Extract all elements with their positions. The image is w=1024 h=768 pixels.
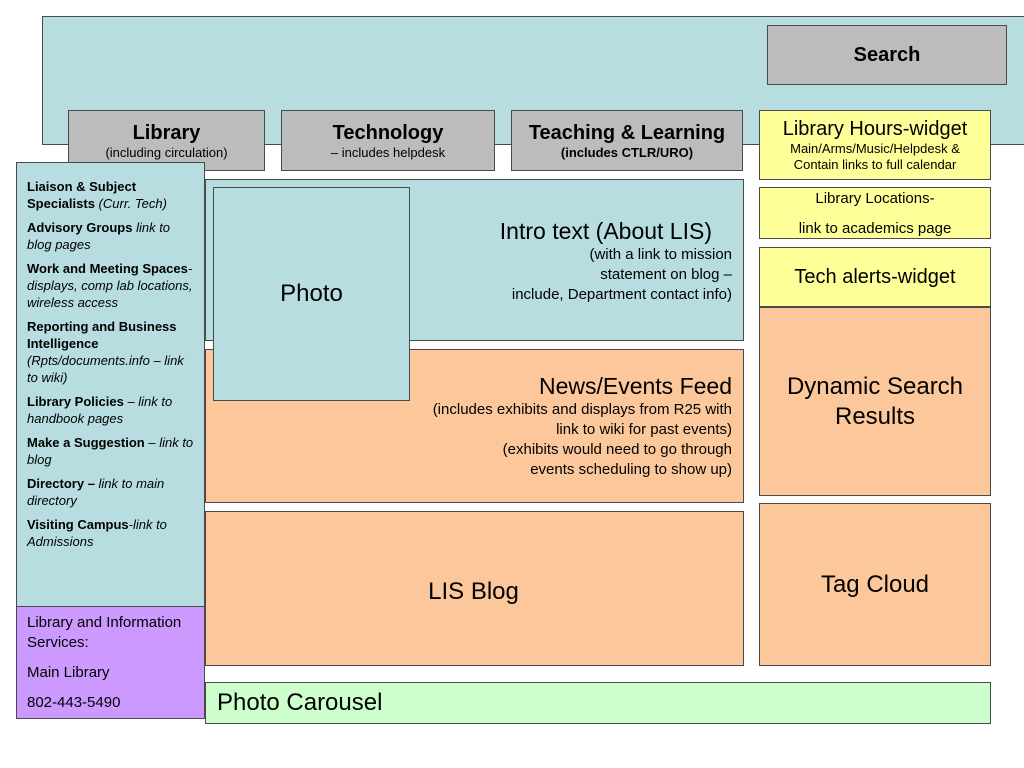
sidebar-item-work-spaces[interactable]: Work and Meeting Spaces-displays, comp l…: [27, 260, 194, 311]
sidebar-item-label: Visiting Campus: [27, 517, 129, 532]
contact-org: Library and Information Services:: [27, 614, 182, 651]
sidebar-item-label: Work and Meeting Spaces: [27, 261, 188, 276]
sidebar-item-label: Advisory Groups: [27, 220, 133, 235]
intro-line-1: (with a link to mission: [589, 246, 732, 263]
locations-title: Library Locations-: [815, 190, 935, 207]
intro-text-section: Intro text (About LIS) (with a link to m…: [205, 179, 744, 341]
contact-location: Main Library: [27, 664, 110, 681]
sidebar-item-label: Make a Suggestion: [27, 435, 145, 450]
sidebar-item-reporting[interactable]: Reporting and Business Intelligence (Rpt…: [27, 318, 194, 386]
sidebar-item-note: (Curr. Tech): [94, 196, 167, 211]
sidebar-item-directory[interactable]: Directory – link to main directory: [27, 475, 194, 509]
intro-line-3: include, Department contact info): [511, 286, 732, 303]
nav-library-subtitle: (including circulation): [105, 145, 228, 160]
hours-title: Library Hours-widget: [782, 118, 968, 140]
locations-link[interactable]: link to academics page: [798, 220, 952, 237]
sidebar-item-note: -displays, comp lab locations, wireless …: [27, 261, 193, 310]
news-line-3: (exhibits would need to go through: [502, 441, 732, 458]
tag-cloud[interactable]: Tag Cloud: [759, 503, 991, 666]
photo-carousel[interactable]: Photo Carousel: [205, 682, 991, 724]
contact-phone: 802-443-5490: [27, 694, 121, 711]
sidebar-item-note: – link to handbook pages: [27, 394, 173, 426]
photo-label: Photo: [280, 280, 343, 307]
nav-technology-title: Technology: [332, 122, 444, 144]
search-button[interactable]: Search: [767, 25, 1007, 85]
nav-library-title: Library: [132, 122, 201, 144]
sidebar-item-liaison[interactable]: Liaison & Subject Specialists (Curr. Tec…: [27, 178, 194, 212]
nav-technology-subtitle: – includes helpdesk: [330, 145, 446, 160]
sidebar-nav: Liaison & Subject Specialists (Curr. Tec…: [16, 162, 205, 607]
lis-blog-section: LIS Blog: [205, 511, 744, 666]
sidebar-item-note: link to main directory: [27, 476, 165, 508]
sidebar-item-label: Directory –: [27, 476, 95, 491]
news-title: News/Events Feed: [538, 373, 732, 399]
sidebar-item-label: Liaison & Subject Specialists: [27, 179, 137, 211]
hours-subtitle-1: Main/Arms/Music/Helpdesk &: [790, 141, 960, 156]
dynamic-search-label: Dynamic Search Results: [786, 373, 964, 430]
blog-label: LIS Blog: [428, 577, 519, 605]
hours-subtitle-2: Contain links to full calendar: [793, 157, 957, 172]
sidebar-item-note: – link to blog: [27, 435, 194, 467]
sidebar-item-note: (Rpts/documents.info – link to wiki): [27, 353, 184, 385]
news-line-1: (includes exhibits and displays from R25…: [432, 401, 732, 418]
library-hours-widget[interactable]: Library Hours-widget Main/Arms/Music/Hel…: [759, 110, 991, 180]
sidebar-item-note: link to blog pages: [27, 220, 171, 252]
news-line-2: link to wiki for past events): [556, 421, 732, 438]
nav-teaching-title: Teaching & Learning: [528, 122, 726, 144]
nav-tab-technology[interactable]: Technology – includes helpdesk: [281, 110, 495, 171]
news-line-4: events scheduling to show up): [530, 461, 732, 478]
sidebar-item-label: Library Policies: [27, 394, 124, 409]
intro-line-2: statement on blog –: [600, 266, 732, 283]
search-label: Search: [853, 43, 921, 66]
sidebar-item-advisory-groups[interactable]: Advisory Groups link to blog pages: [27, 219, 194, 253]
photo-placeholder: Photo: [213, 187, 410, 401]
sidebar-item-library-policies[interactable]: Library Policies – link to handbook page…: [27, 393, 194, 427]
nav-tab-library[interactable]: Library (including circulation): [68, 110, 265, 171]
nav-teaching-subtitle: (includes CTLR/URO): [560, 145, 694, 160]
dynamic-search-results[interactable]: Dynamic Search Results: [759, 307, 991, 496]
nav-tab-teaching-learning[interactable]: Teaching & Learning (includes CTLR/URO): [511, 110, 743, 171]
contact-box: Library and Information Services: Main L…: [16, 606, 205, 719]
tech-alerts-widget[interactable]: Tech alerts-widget: [759, 247, 991, 307]
sidebar-item-visiting-campus[interactable]: Visiting Campus-link to Admissions: [27, 516, 194, 550]
intro-title: Intro text (About LIS): [499, 218, 712, 244]
tag-cloud-label: Tag Cloud: [820, 570, 930, 598]
carousel-label: Photo Carousel: [217, 689, 383, 716]
sidebar-item-note: -link to Admissions: [27, 517, 167, 549]
tech-alerts-label: Tech alerts-widget: [794, 265, 956, 288]
library-locations-box[interactable]: Library Locations- link to academics pag…: [759, 187, 991, 239]
sidebar-item-label: Reporting and Business Intelligence: [27, 319, 177, 351]
sidebar-item-make-suggestion[interactable]: Make a Suggestion – link to blog: [27, 434, 194, 468]
